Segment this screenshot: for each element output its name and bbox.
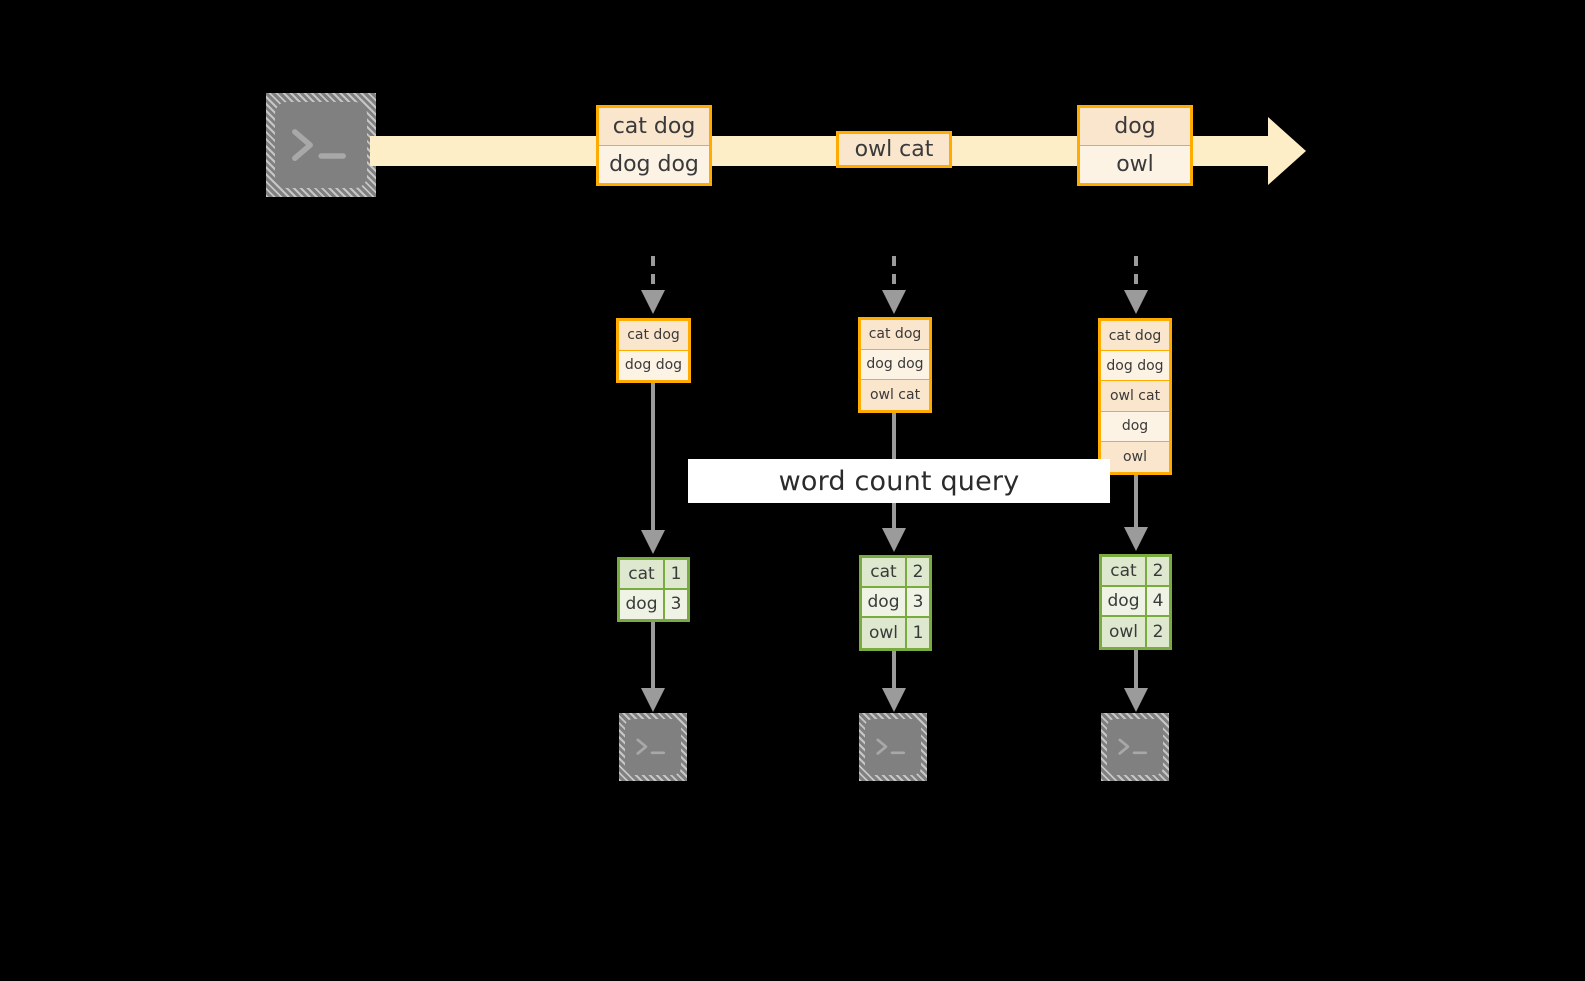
result-count: 1 (907, 617, 929, 648)
result-word: cat (620, 560, 665, 588)
stream-tap-arrowhead (882, 290, 906, 314)
snapshot-input-line: dog (1101, 411, 1169, 442)
result-word: owl (1102, 616, 1147, 647)
terminal-icon-body (865, 719, 921, 775)
query-connector-line (651, 383, 655, 538)
terminal-icon-body (625, 719, 681, 775)
sink-connector-line (892, 651, 896, 694)
record-line: owl (1080, 145, 1190, 183)
stream-arrow-head (1268, 117, 1306, 185)
snapshot-input-line: owl cat (1101, 381, 1169, 412)
result-count: 2 (907, 558, 929, 586)
query-connector-arrowhead (641, 530, 665, 554)
result-row: owl 2 (1102, 616, 1169, 647)
snapshot-input-box: cat dog dog dog owl cat (858, 317, 932, 413)
terminal-icon-body (275, 102, 367, 188)
stream-tap-line (892, 256, 896, 292)
sink-connector-arrowhead (641, 688, 665, 712)
result-count: 3 (665, 589, 687, 619)
query-connector-arrowhead (882, 528, 906, 552)
terminal-prompt-icon (876, 738, 906, 756)
result-count: 1 (665, 560, 687, 588)
result-word: dog (862, 587, 907, 616)
snapshot-input-line: owl (1101, 441, 1169, 472)
result-count: 2 (1147, 616, 1169, 647)
stream-record-group: owl cat (836, 131, 952, 168)
record-line: cat dog (599, 108, 709, 146)
result-word: cat (862, 558, 907, 586)
result-count: 4 (1147, 586, 1169, 615)
sink-connector-line (651, 622, 655, 694)
snapshot-input-box: cat dog dog dog (616, 318, 691, 383)
query-connector-arrowhead (1124, 527, 1148, 551)
terminal-icon (859, 713, 927, 781)
result-count: 2 (1147, 557, 1169, 585)
result-row: dog 3 (620, 589, 687, 619)
result-table: cat 2 dog 3 owl 1 (859, 555, 932, 651)
record-line: dog (1080, 108, 1190, 146)
stream-record-group: cat dog dog dog (596, 105, 712, 186)
stream-tap-line (1134, 256, 1138, 292)
result-row: dog 4 (1102, 586, 1169, 617)
snapshot-input-line: dog dog (1101, 351, 1169, 382)
result-row: cat 1 (620, 560, 687, 590)
query-connector-line (1134, 475, 1138, 535)
result-word: dog (620, 589, 665, 619)
terminal-icon (1101, 713, 1169, 781)
snapshot-input-line: cat dog (861, 320, 929, 350)
stream-tap-line (651, 256, 655, 292)
snapshot-input-line: cat dog (619, 321, 688, 351)
snapshot-input-line: dog dog (861, 349, 929, 380)
terminal-prompt-icon (1118, 738, 1148, 756)
result-row: cat 2 (1102, 557, 1169, 587)
result-table: cat 2 dog 4 owl 2 (1099, 554, 1172, 650)
terminal-icon (619, 713, 687, 781)
result-row: cat 2 (862, 558, 929, 588)
sink-connector-arrowhead (882, 688, 906, 712)
snapshot-input-line: dog dog (619, 350, 688, 380)
result-word: owl (862, 617, 907, 648)
result-word: dog (1102, 586, 1147, 615)
result-row: owl 1 (862, 617, 929, 648)
terminal-prompt-icon (291, 129, 346, 161)
terminal-icon-body (1107, 719, 1163, 775)
snapshot-input-box: cat dog dog dog owl cat dog owl (1098, 318, 1172, 475)
stream-tap-arrowhead (641, 290, 665, 314)
stream-tap-arrowhead (1124, 290, 1148, 314)
result-row: dog 3 (862, 587, 929, 618)
result-word: cat (1102, 557, 1147, 585)
query-label-band: word count query (688, 459, 1110, 503)
record-line: dog dog (599, 145, 709, 183)
snapshot-input-line: owl cat (861, 379, 929, 410)
terminal-icon (266, 93, 376, 197)
record-line: owl cat (839, 134, 949, 165)
sink-connector-arrowhead (1124, 688, 1148, 712)
stream-record-group: dog owl (1077, 105, 1193, 186)
terminal-prompt-icon (636, 738, 666, 756)
result-table: cat 1 dog 3 (617, 557, 690, 622)
sink-connector-line (1134, 650, 1138, 694)
result-count: 3 (907, 587, 929, 616)
snapshot-input-line: cat dog (1101, 321, 1169, 352)
